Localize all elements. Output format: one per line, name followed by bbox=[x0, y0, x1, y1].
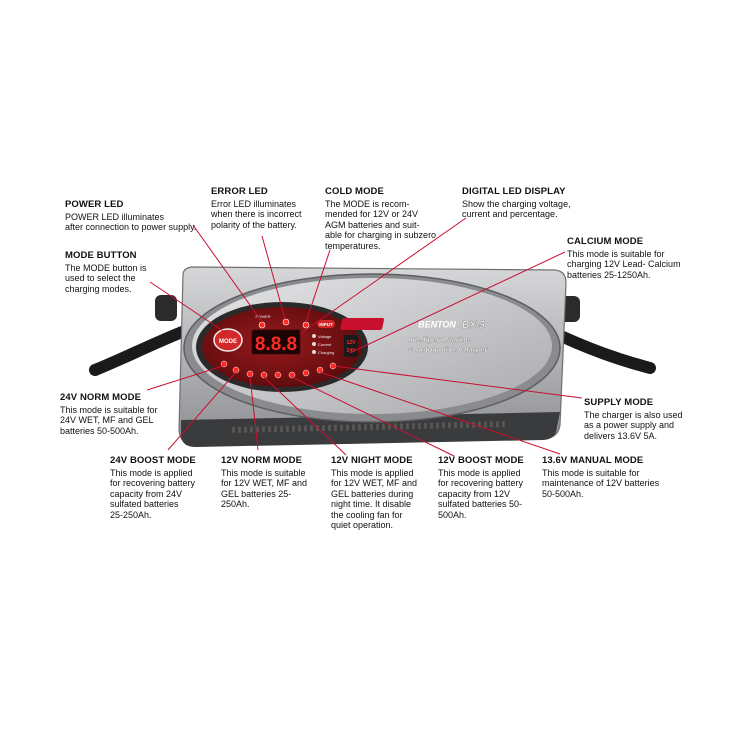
callout-supply-mode: SUPPLY MODE The charger is also used as … bbox=[584, 397, 683, 441]
leader-digital-display bbox=[299, 217, 467, 335]
leader-supply-mode bbox=[333, 365, 583, 399]
tagline-2: & Automotive Charger bbox=[408, 345, 488, 354]
callout-desc: Error LED illuminates when there is inco… bbox=[211, 198, 302, 230]
brand-badge bbox=[340, 318, 385, 330]
leader-mode-button bbox=[149, 281, 227, 334]
callout-24v-boost-mode: 24V BOOST MODE This mode is applied for … bbox=[110, 455, 196, 520]
brand-name: BENTON bbox=[418, 320, 456, 330]
charging-indicator-label: Charging bbox=[318, 350, 334, 355]
voltage-indicator-label: Voltage bbox=[318, 334, 332, 339]
mode-led-24v-norm bbox=[220, 360, 228, 368]
callout-desc: This mode is suitable for 24V WET, MF an… bbox=[60, 404, 158, 436]
mode-led-13-6v bbox=[316, 366, 324, 374]
callout-desc: This mode is suitable for 12V WET, MF an… bbox=[221, 467, 308, 510]
callout-12v-night-mode: 12V NIGHT MODE This mode is applied for … bbox=[331, 455, 418, 531]
leader-12v-boost bbox=[291, 376, 455, 457]
mode-button-label: MODE bbox=[219, 339, 237, 345]
leader-power-led bbox=[192, 224, 263, 323]
mode-led-cold bbox=[274, 371, 282, 379]
mode-led-calcium bbox=[302, 369, 310, 377]
mode-led-24v-boost bbox=[232, 366, 240, 374]
leader-24v-boost bbox=[167, 371, 237, 451]
leader-12v-night bbox=[263, 376, 347, 456]
current-indicator bbox=[312, 342, 316, 346]
callout-desc: The MODE button is used to select the ch… bbox=[65, 262, 147, 294]
tagline-1: Intelligent Marine bbox=[408, 335, 470, 344]
callout-title: MODE BUTTON bbox=[65, 250, 137, 261]
callout-title: COLD MODE bbox=[325, 186, 384, 197]
callout-desc: This mode is applied for recovering batt… bbox=[438, 467, 524, 520]
model-name: BX-5 bbox=[462, 320, 485, 331]
display-digits: 8.8.8 bbox=[255, 334, 297, 355]
callout-13-6v-manual-mode: 13.6V MANUAL MODE This mode is suitable … bbox=[542, 455, 660, 499]
callout-desc: The MODE is recom- mended for 12V or 24V… bbox=[325, 198, 437, 251]
callout-cold-mode: COLD MODE The MODE is recom- mended for … bbox=[325, 186, 437, 251]
callout-12v-boost-mode: 12V BOOST MODE This mode is applied for … bbox=[438, 455, 524, 520]
leader-24v-norm bbox=[146, 365, 224, 391]
leader-12v-norm bbox=[249, 375, 259, 451]
mode-leds bbox=[220, 360, 337, 379]
leader-lines bbox=[146, 217, 583, 457]
callout-digital-led-display: DIGITAL LED DISPLAY Show the charging vo… bbox=[462, 186, 571, 220]
callout-desc: This mode is suitable for maintenance of… bbox=[542, 467, 660, 499]
callout-mode-button: MODE BUTTON The MODE button is used to s… bbox=[65, 250, 147, 294]
bottom-vents bbox=[231, 421, 509, 433]
callout-title: DIGITAL LED DISPLAY bbox=[462, 186, 566, 197]
leader-13-6v-manual bbox=[319, 371, 561, 455]
leader-calcium-mode bbox=[349, 251, 566, 354]
left-cable bbox=[89, 326, 188, 376]
callout-title: POWER LED bbox=[65, 199, 124, 210]
callout-title: ERROR LED bbox=[211, 186, 268, 197]
callout-title: 12V NORM MODE bbox=[221, 455, 303, 466]
callout-error-led: ERROR LED Error LED illuminates when the… bbox=[211, 186, 302, 230]
callout-title: SUPPLY MODE bbox=[584, 397, 654, 408]
mode-button[interactable] bbox=[213, 328, 243, 352]
callout-desc: The charger is also used as a power supp… bbox=[584, 409, 683, 441]
callout-power-led: POWER LED POWER LED illuminates after co… bbox=[65, 199, 197, 233]
mode-led-12v-night bbox=[260, 371, 268, 379]
charging-indicator bbox=[312, 350, 316, 354]
error-led bbox=[282, 318, 290, 326]
voltage-badge-sub: 24V bbox=[347, 348, 357, 354]
callout-desc: This mode is suitable for charging 12V L… bbox=[567, 248, 681, 280]
leader-error-led bbox=[261, 235, 286, 320]
input-badge-label: INPUT bbox=[319, 322, 333, 327]
input-badge bbox=[317, 320, 335, 328]
current-indicator-label: Current bbox=[318, 342, 332, 347]
callout-title: CALCIUM MODE bbox=[567, 236, 644, 247]
leader-cold-mode bbox=[305, 249, 331, 323]
digital-display bbox=[251, 329, 301, 355]
callout-title: 12V BOOST MODE bbox=[438, 455, 524, 466]
callout-calcium-mode: CALCIUM MODE This mode is suitable for c… bbox=[567, 236, 681, 280]
callout-desc: This mode is applied for 12V WET, MF and… bbox=[331, 467, 418, 531]
callout-desc: Show the charging voltage, current and p… bbox=[462, 198, 571, 220]
power-label: POWER bbox=[255, 314, 270, 319]
voltage-indicator bbox=[312, 334, 316, 338]
callout-title: 24V NORM MODE bbox=[60, 392, 142, 403]
callout-desc: POWER LED illuminates after connection t… bbox=[65, 211, 197, 233]
callout-title: 13.6V MANUAL MODE bbox=[542, 455, 644, 466]
left-foot bbox=[155, 295, 177, 321]
mode-led-12v-boost bbox=[288, 371, 296, 379]
callout-desc: This mode is applied for recovering batt… bbox=[110, 467, 196, 520]
cold-led bbox=[302, 321, 310, 329]
callout-12v-norm-mode: 12V NORM MODE This mode is suitable for … bbox=[221, 455, 308, 510]
power-led bbox=[258, 321, 266, 329]
callout-title: 24V BOOST MODE bbox=[110, 455, 196, 466]
callout-24v-norm-mode: 24V NORM MODE This mode is suitable for … bbox=[60, 392, 158, 436]
voltage-badge bbox=[344, 335, 358, 357]
callout-title: 12V NIGHT MODE bbox=[331, 455, 413, 466]
voltage-badge-label: 12V bbox=[347, 340, 357, 346]
